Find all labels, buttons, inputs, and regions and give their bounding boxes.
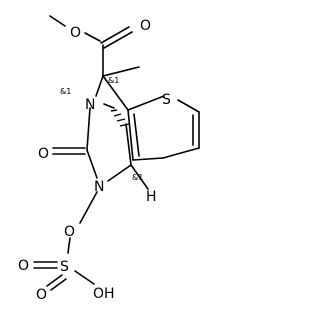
atom-sulfate-O-left: O	[18, 258, 29, 274]
bond-N-bridge	[103, 103, 115, 109]
bond-C3-C3b	[162, 147, 200, 159]
atom-ester-O-double: O	[140, 18, 151, 34]
bond-carbonyl-double-b	[103, 31, 133, 49]
atom-thiophene-S: S	[162, 92, 171, 108]
bond-bridge-CH	[125, 123, 132, 166]
atom-ester-O-single: O	[70, 25, 81, 41]
bond-S-O-bottom-a	[46, 274, 63, 287]
hashed-bridge	[110, 109, 130, 127]
bond-urea-C-N2	[86, 149, 98, 179]
bond-O-S	[67, 237, 71, 254]
bond-carbonyl-double-a	[100, 26, 130, 44]
atom-sulfur: S	[60, 259, 69, 275]
bond-C3a-C3b-inner	[133, 113, 140, 157]
stereo-label-bottom: &1	[132, 173, 143, 182]
bond-CH-H	[130, 164, 149, 190]
stereo-label-amide-N: &1	[60, 87, 71, 96]
molecule-svg: O O S N O N H O S O O OH &1 &1 &1	[18, 15, 200, 303]
bond-C3a-S	[127, 95, 165, 111]
bond-quatC-methyl	[102, 66, 140, 77]
bond-N2-CH	[107, 164, 132, 182]
stereo-label-top: &1	[108, 76, 119, 85]
bond-S-OH	[74, 270, 95, 285]
bond-N-urea-C	[86, 107, 91, 151]
atom-bridgehead-H: H	[146, 189, 157, 205]
atom-amide-N: N	[85, 97, 95, 113]
atom-sulfate-O-link: O	[64, 224, 75, 240]
bond-methyl-O	[49, 15, 66, 27]
bond-S-C2	[177, 99, 200, 113]
bond-quatC-N	[95, 75, 104, 97]
atom-amide-O: O	[38, 146, 49, 162]
atom-sulfate-O-bottom: O	[36, 287, 47, 303]
atom-sulfate-OH: OH	[93, 286, 115, 302]
bond-S-O-bottom-b	[50, 278, 67, 291]
molecule-diagram: O O S N O N H O S O O OH &1 &1 &1	[18, 15, 200, 303]
bond-quatC-C3a	[102, 75, 129, 111]
bond-N2-O	[79, 191, 98, 224]
bond-O-carbonyl	[84, 32, 101, 42]
atom-ring-N: N	[94, 179, 104, 195]
bond-C3a-C3b	[127, 109, 134, 161]
bond-C3b-C3	[132, 157, 164, 161]
